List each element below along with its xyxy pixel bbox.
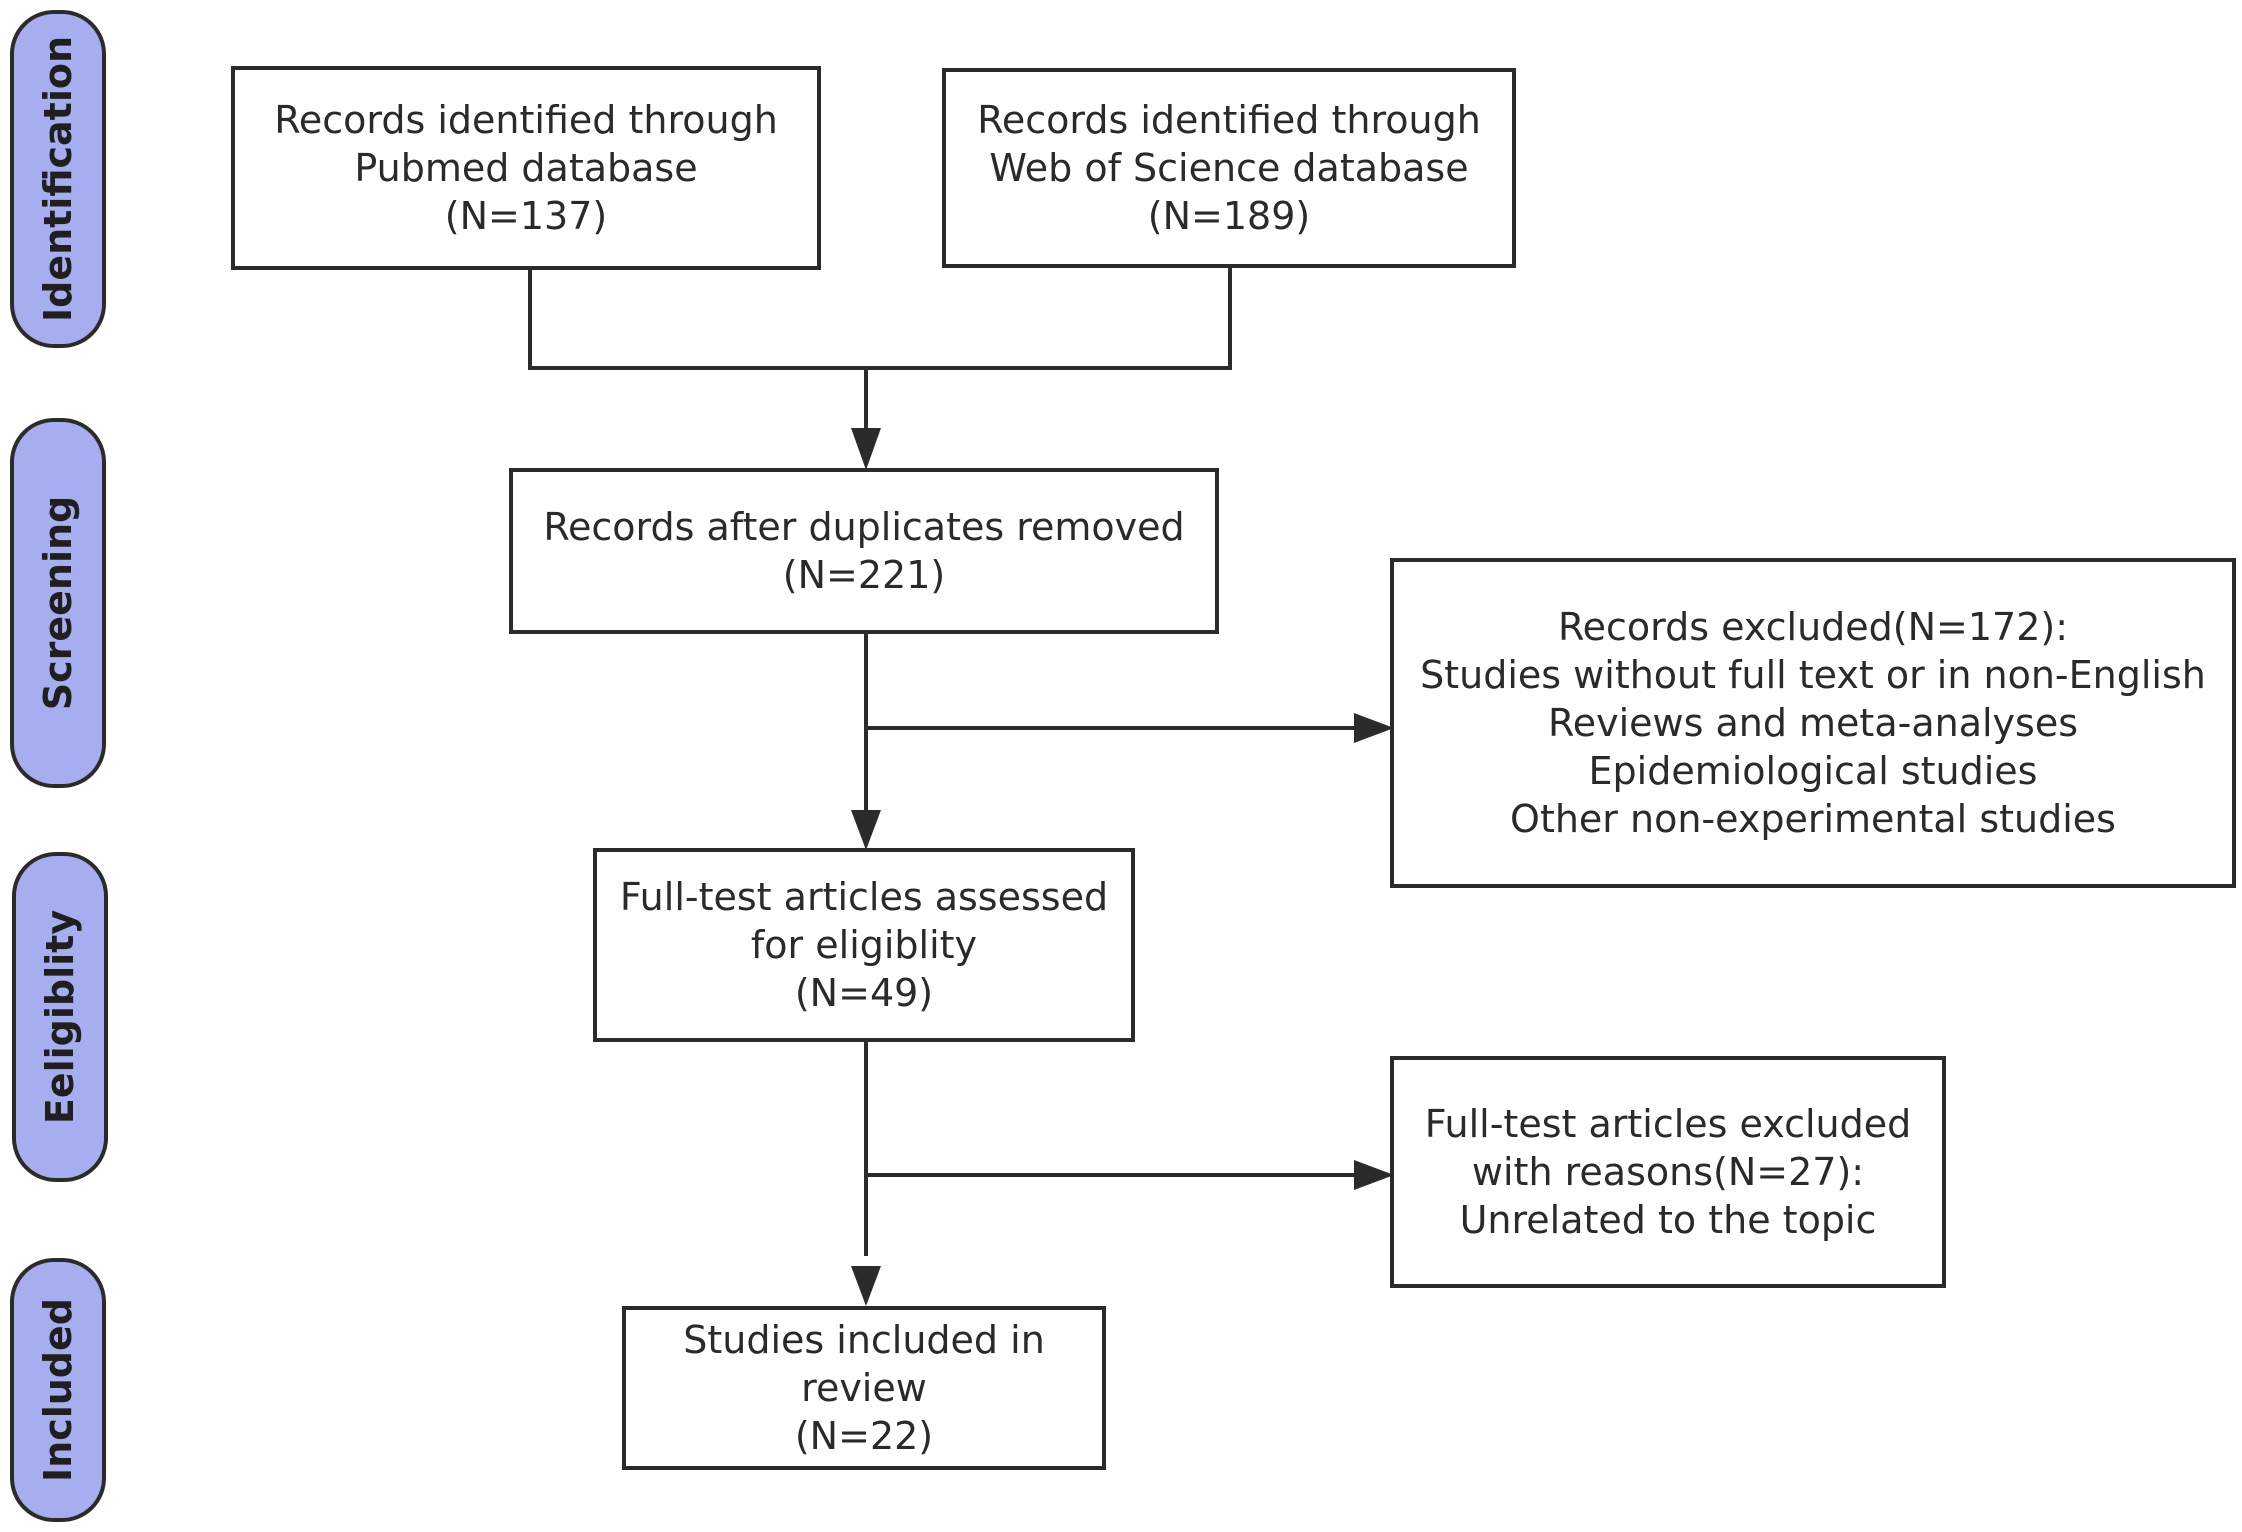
box-line: Records excluded(N=172): <box>1557 605 2069 649</box>
box-line: with reasons(N=27): <box>1471 1150 1865 1194</box>
wos-records-box: Records identified through Web of Scienc… <box>942 68 1516 268</box>
merge-connector <box>528 268 1232 370</box>
box-line: Full-test articles assessed <box>619 875 1109 919</box>
box-line: Other non-experimental studies <box>1510 797 2116 841</box>
studies-included-box: Studies included in review (N=22) <box>622 1306 1106 1470</box>
arrowhead-fulltext <box>851 810 881 850</box>
box-line: (N=22) <box>794 1414 934 1458</box>
fulltext-assessed-box: Full-test articles assessed for eligibli… <box>593 848 1135 1042</box>
phase-eligibility: Eeligiblity <box>12 852 108 1182</box>
box-line: review <box>801 1366 927 1410</box>
box-line: for eligiblity <box>750 923 978 967</box>
arrowhead-excluded-records <box>1354 713 1394 743</box>
phase-label: Eeligiblity <box>38 909 82 1125</box>
box-line: Unrelated to the topic <box>1459 1198 1877 1242</box>
fulltext-excluded-box: Full-test articles excluded with reasons… <box>1390 1056 1946 1288</box>
pubmed-records-box: Records identified through Pubmed databa… <box>231 66 821 270</box>
arrowhead-excluded-fulltext <box>1354 1160 1394 1190</box>
phase-included: Included <box>10 1258 106 1522</box>
phase-label: Identification <box>36 35 80 323</box>
box-line: (N=221) <box>782 553 946 597</box>
records-excluded-box: Records excluded(N=172): Studies without… <box>1390 558 2236 888</box>
arrowhead-included <box>851 1266 881 1306</box>
phase-label: Screening <box>36 495 80 711</box>
arrowhead-dedup <box>851 428 881 470</box>
box-line: Studies included in <box>683 1318 1045 1362</box>
phase-screening: Screening <box>10 418 106 788</box>
duplicates-removed-box: Records after duplicates removed (N=221) <box>509 468 1219 634</box>
box-line: Studies without full text or in non-Engl… <box>1420 653 2206 697</box>
box-line: Full-test articles excluded <box>1424 1102 1912 1146</box>
box-line: Web of Science database <box>989 146 1469 190</box>
box-line: Epidemiological studies <box>1588 749 2038 793</box>
box-line: Pubmed database <box>354 146 698 190</box>
box-line: (N=189) <box>1147 194 1311 238</box>
box-line: (N=137) <box>444 194 608 238</box>
box-line: Records identified through <box>274 98 778 142</box>
box-line: Records after duplicates removed <box>543 505 1185 549</box>
box-line: Reviews and meta-analyses <box>1548 701 2078 745</box>
phase-identification: Identification <box>10 10 106 348</box>
phase-label: Included <box>36 1298 80 1482</box>
box-line: (N=49) <box>794 971 934 1015</box>
box-line: Records identified through <box>977 98 1481 142</box>
